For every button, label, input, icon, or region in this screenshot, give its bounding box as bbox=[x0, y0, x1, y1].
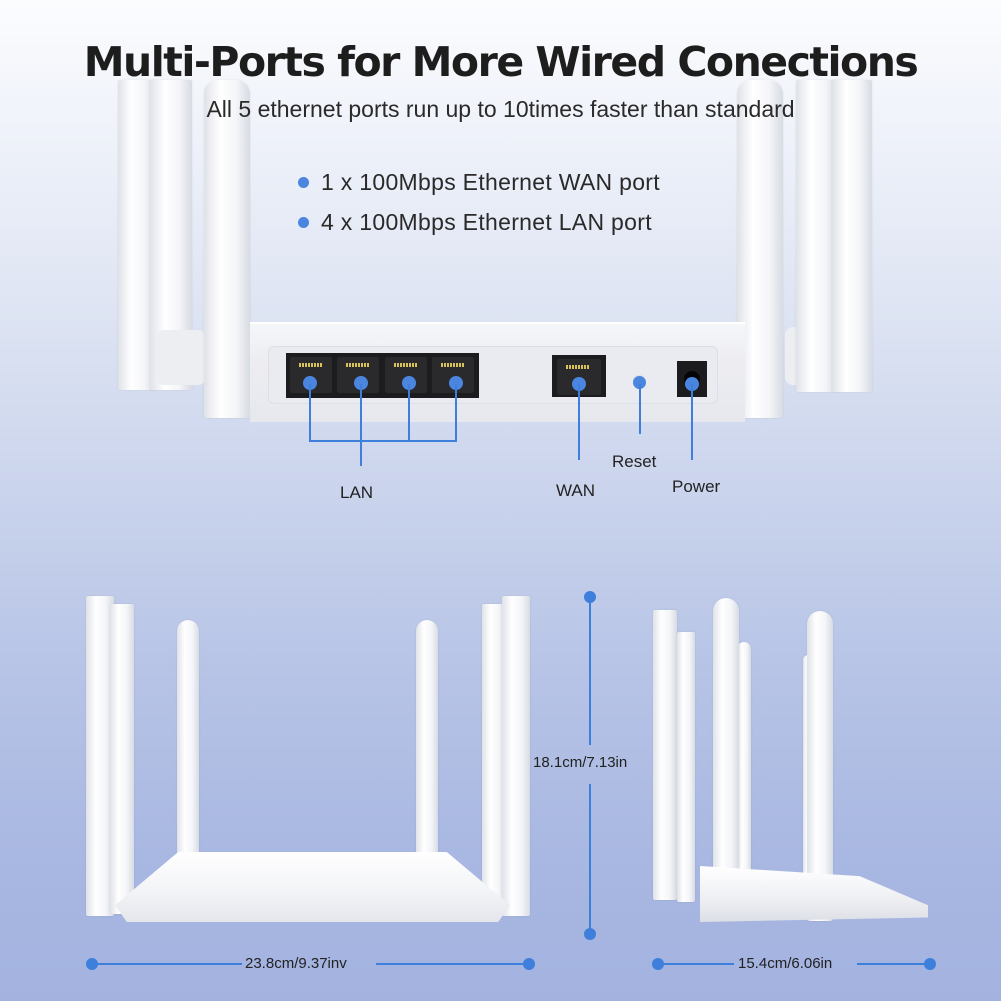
antenna bbox=[713, 598, 739, 918]
subtitle: All 5 ethernet ports run up to 10times f… bbox=[206, 96, 795, 122]
back-view-product: LAN WAN Reset Power bbox=[118, 80, 872, 502]
antenna bbox=[677, 632, 695, 902]
height-dim-end bbox=[584, 928, 596, 940]
height-dim-line bbox=[589, 784, 591, 932]
antenna bbox=[177, 620, 199, 860]
wan-label: WAN bbox=[556, 481, 596, 500]
depth-dim-end bbox=[924, 958, 936, 970]
antenna bbox=[653, 610, 677, 900]
reset-callout-line bbox=[639, 384, 641, 434]
depth-dimension: 15.4cm/6.06in bbox=[738, 955, 833, 972]
reset-label: Reset bbox=[612, 452, 657, 471]
width-dim-end bbox=[523, 958, 535, 970]
antenna bbox=[796, 80, 838, 392]
width-dimension: 23.8cm/9.37inv bbox=[245, 955, 347, 972]
depth-dim-line bbox=[857, 963, 929, 965]
bullet-dot-icon bbox=[298, 176, 309, 188]
lan-label: LAN bbox=[340, 483, 374, 502]
router-front-body bbox=[115, 852, 510, 922]
bullet-dot-icon bbox=[298, 216, 309, 228]
height-dimension: 18.1cm/7.13in bbox=[533, 754, 628, 771]
reset-callout-dot bbox=[633, 376, 646, 389]
lan-callout-line bbox=[360, 384, 362, 466]
height-dim-line bbox=[589, 597, 591, 745]
front-view-product bbox=[0, 580, 560, 940]
width-dim-line bbox=[376, 963, 528, 965]
lan-ports bbox=[286, 353, 479, 398]
antenna-hinge bbox=[156, 330, 206, 385]
antenna bbox=[737, 642, 751, 882]
antenna bbox=[807, 611, 833, 921]
lan-callout-dot bbox=[354, 376, 368, 390]
lan-callout-line bbox=[309, 384, 311, 441]
antenna bbox=[118, 80, 156, 390]
page-title: Multi-Ports for More Wired Conections bbox=[83, 38, 919, 86]
feature-list: 1 x 100Mbps Ethernet WAN port 4 x 100Mbp… bbox=[298, 162, 660, 242]
lan-callout-dot bbox=[449, 376, 463, 390]
antenna bbox=[832, 80, 872, 392]
feature-text: 1 x 100Mbps Ethernet WAN port bbox=[321, 168, 660, 195]
antenna bbox=[86, 596, 114, 916]
lan-callout-dot bbox=[402, 376, 416, 390]
feature-item: 1 x 100Mbps Ethernet WAN port bbox=[298, 162, 660, 202]
feature-text: 4 x 100Mbps Ethernet LAN port bbox=[321, 208, 652, 235]
lan-callout-line bbox=[455, 384, 457, 441]
feature-item: 4 x 100Mbps Ethernet LAN port bbox=[298, 202, 660, 242]
side-view-product bbox=[640, 580, 960, 940]
width-dim-line bbox=[92, 963, 242, 965]
wan-callout-line bbox=[578, 384, 580, 460]
lan-callout-dot bbox=[303, 376, 317, 390]
lan-callout-line bbox=[408, 384, 410, 441]
wan-port bbox=[552, 355, 606, 397]
power-label: Power bbox=[672, 477, 721, 496]
power-callout-line bbox=[691, 384, 693, 460]
antenna bbox=[204, 80, 250, 418]
depth-dim-line bbox=[658, 963, 734, 965]
antenna bbox=[110, 604, 134, 914]
antenna bbox=[502, 596, 530, 916]
antenna bbox=[416, 620, 438, 860]
lan-callout-line bbox=[309, 440, 457, 442]
